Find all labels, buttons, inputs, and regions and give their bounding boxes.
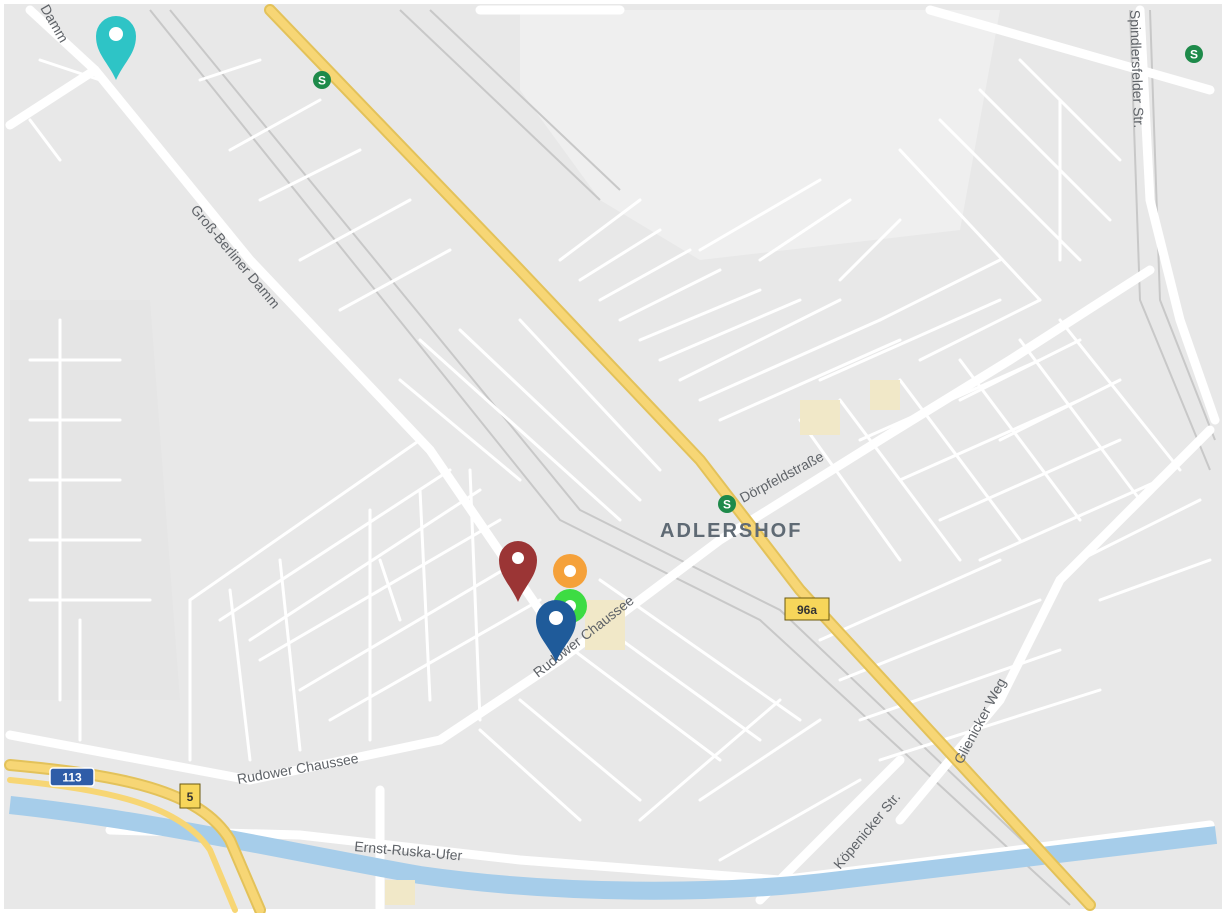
svg-text:S: S — [318, 74, 326, 88]
road-west-link — [5, 65, 100, 130]
road-spindlersfelder — [1135, 5, 1220, 425]
sbahn-station-top[interactable]: S — [313, 71, 331, 89]
road-top-east — [925, 5, 1215, 95]
sbahn-station-spindlersfeld[interactable]: S — [1185, 45, 1203, 63]
marker-blue[interactable] — [536, 600, 576, 662]
minor-roads — [28, 58, 1212, 862]
district-label: ADLERSHOF — [660, 520, 802, 542]
svg-text:5: 5 — [187, 790, 194, 804]
sbahn-icon — [718, 495, 736, 513]
open-area — [520, 10, 1000, 260]
shield-a113: 113 — [49, 767, 95, 787]
road-gross-berliner-damm — [90, 65, 565, 645]
marker-orange[interactable] — [553, 554, 587, 588]
shield-b5: 5 — [179, 783, 201, 809]
label-spindlersfelder-str: Spindlersfelder Str. — [1127, 10, 1147, 129]
poi-area-2 — [800, 400, 840, 435]
svg-text:S: S — [1190, 48, 1198, 62]
rail-tracks — [149, 9, 1216, 906]
svg-text:113: 113 — [62, 771, 82, 785]
poi-area-3 — [870, 380, 900, 410]
svg-text:S: S — [723, 498, 731, 512]
road-koepenicker-str — [755, 755, 905, 905]
road-rudower-chaussee — [5, 265, 1155, 785]
canal — [9, 796, 1218, 900]
marker-teal[interactable] — [96, 16, 136, 80]
shield-b96a: 96a — [784, 597, 830, 621]
road-damm-top — [25, 5, 100, 75]
svg-text:96a: 96a — [797, 603, 817, 617]
poi-area-4 — [385, 880, 415, 905]
sbahn-icon — [1185, 45, 1203, 63]
sbahn-station-adlershof[interactable]: S — [718, 495, 736, 513]
sbahn-icon — [313, 71, 331, 89]
marker-red[interactable] — [499, 541, 537, 602]
poi-area-1 — [585, 600, 625, 650]
